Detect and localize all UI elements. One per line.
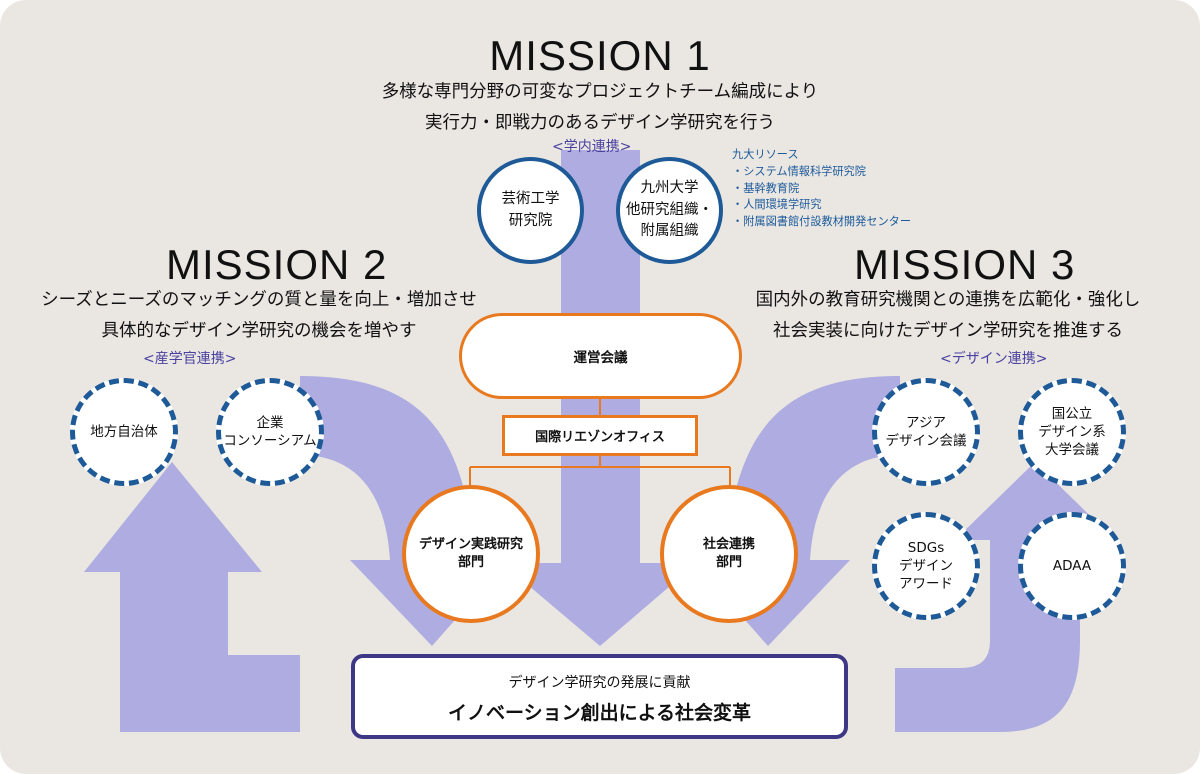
- international-liaison-office: 国際リエゾンオフィス: [502, 415, 698, 456]
- mission3-title: MISSION 3: [854, 241, 1076, 288]
- mission1-title: MISSION 1: [489, 32, 711, 79]
- mission3-line1: 国内外の教育研究機関との連携を広範化・強化し: [755, 290, 1141, 310]
- node-label: 国公立: [1051, 405, 1093, 422]
- goal-line2: イノベーション創出による社会変革: [447, 702, 752, 724]
- mission2-line1: シーズとニーズのマッチングの質と量を向上・増加させ: [41, 290, 477, 310]
- mission2-line2: 具体的なデザイン学研究の機会を増やす: [101, 321, 417, 341]
- kyudai-resources: 九大リソース ・システム情報科学研究院 ・基幹教育院 ・人間環境学研究 ・附属図…: [732, 147, 911, 231]
- node-label: アワード: [899, 576, 953, 593]
- node-label: デザイン: [899, 557, 953, 574]
- mission2-title: MISSION 2: [166, 241, 388, 288]
- mission1-collab-label: <学内連携>: [552, 139, 632, 155]
- kyudai-org-circle: 九州大学他研究組織・附属組織: [616, 157, 723, 264]
- node-label: 他研究組織・: [626, 201, 713, 218]
- local-government-circle: 地方自治体: [70, 378, 178, 486]
- asia-design-circle: アジアデザイン会議: [872, 378, 980, 486]
- node-label: 大学会議: [1045, 442, 1099, 459]
- social-collab-dept-circle: 社会連携部門: [660, 485, 798, 623]
- node-label: コンソーシアム: [223, 433, 317, 449]
- node-label: 部門: [457, 555, 484, 570]
- consortium-circle: 企業コンソーシアム: [216, 378, 324, 486]
- resources-title: 九大リソース: [732, 148, 799, 161]
- node-label: 部門: [715, 555, 742, 570]
- mission1-line2: 実行力・即戦力のあるデザイン学研究を行う: [425, 113, 775, 133]
- resource-item: ・人間環境学研究: [732, 198, 822, 212]
- node-label: 附属組織: [640, 223, 699, 240]
- node-label: 企業: [256, 414, 284, 431]
- management-council: 運営会議: [459, 313, 742, 399]
- goal-box: デザイン学研究の発展に貢献 イノベーション創出による社会変革: [351, 654, 848, 739]
- resource-item: ・基幹教育院: [732, 181, 800, 195]
- node-label: デザイン実践研究: [418, 537, 523, 553]
- node-label: 九州大学: [640, 179, 699, 196]
- node-label: SDGs: [907, 539, 945, 556]
- design-practice-dept-circle: デザイン実践研究部門: [402, 485, 540, 623]
- mission2-collab-label: <産学官連携>: [143, 351, 237, 367]
- goal-line1: デザイン学研究の発展に貢献: [508, 675, 691, 691]
- node-label: デザイン系: [1038, 423, 1106, 440]
- resource-item: ・システム情報科学研究院: [732, 164, 866, 178]
- adaa-circle: ADAA: [1018, 512, 1126, 620]
- node-label: 研究院: [508, 212, 553, 229]
- node-label: ADAA: [1052, 557, 1092, 574]
- mission3-collab-label: <デザイン連携>: [940, 351, 1048, 367]
- node-label: 社会連携: [702, 537, 755, 553]
- node-label: 国際リエゾンオフィス: [535, 430, 665, 445]
- mission2-up-arrow: [84, 462, 300, 732]
- node-label: 運営会議: [573, 350, 628, 366]
- node-label: 芸術工学: [501, 190, 560, 207]
- node-label: デザイン会議: [885, 433, 967, 449]
- node-label: アジア: [906, 414, 946, 431]
- resource-item: ・附属図書館付設教材開発センター: [732, 215, 912, 229]
- national-design-univ-circle: 国公立デザイン系大学会議: [1018, 378, 1126, 486]
- node-label: 地方自治体: [90, 423, 158, 440]
- mission3-line2: 社会実装に向けたデザイン学研究を推進する: [773, 321, 1123, 341]
- mission1-line1: 多様な専門分野の可変なプロジェクトチーム編成により: [381, 82, 819, 102]
- geijutsu-kogaku-circle: 芸術工学研究院: [477, 157, 584, 264]
